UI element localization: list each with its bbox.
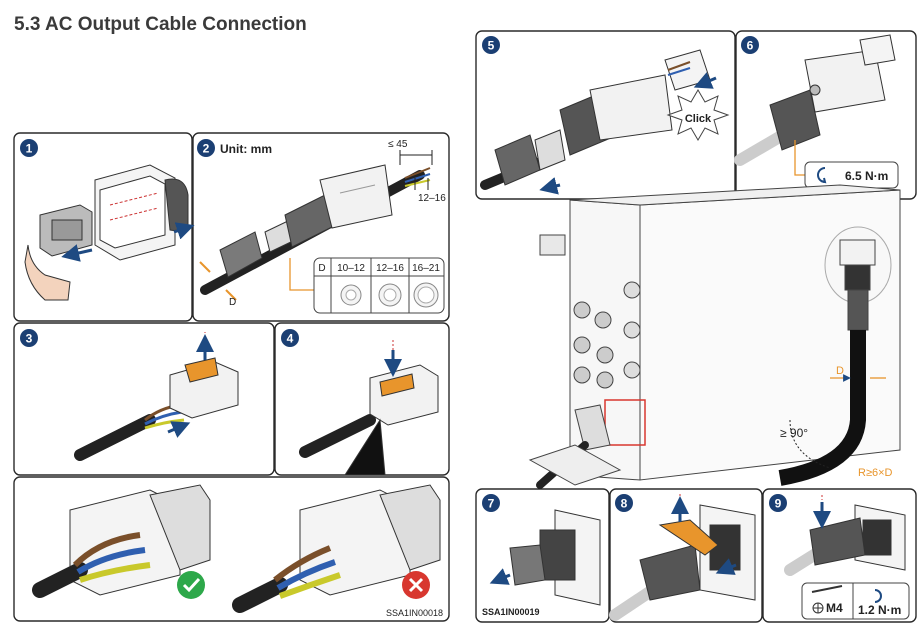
- wiring-incorrect: [232, 484, 441, 613]
- step4-illustration: [299, 340, 439, 476]
- step1-illustration: [24, 164, 195, 301]
- figure-code-right: SSA1IN00019: [482, 607, 540, 617]
- svg-text:8: 8: [621, 497, 628, 511]
- right-panel: [475, 30, 917, 623]
- step2-illustration: [199, 150, 433, 301]
- step-badge-2: 2: [197, 139, 215, 157]
- step-badge-7: 7: [482, 494, 500, 512]
- step-badge-5: 5: [482, 36, 500, 54]
- step3-illustration: [74, 332, 239, 461]
- step6-torque: 6.5 N·m: [845, 169, 888, 183]
- step-badge-3: 3: [20, 329, 38, 347]
- svg-text:2: 2: [203, 142, 210, 156]
- torque-icon: [874, 589, 882, 603]
- svg-text:5: 5: [488, 39, 495, 53]
- step9-illustration: [784, 495, 906, 576]
- step7-illustration: [489, 509, 601, 606]
- table-range-2: 12–16: [376, 263, 404, 274]
- step9-spec-box: M4 1.2 N·m: [801, 582, 910, 620]
- wiring-correct: [32, 484, 211, 599]
- click-label: Click: [685, 113, 712, 125]
- step-badge-1: 1: [20, 139, 38, 157]
- step-badge-8: 8: [615, 494, 633, 512]
- step6-torque-box: 6.5 N·m: [804, 161, 899, 189]
- screwdriver-icon: [811, 585, 843, 593]
- inverter-cable: [778, 226, 892, 486]
- svg-text:6: 6: [747, 39, 754, 53]
- step2-callout-line: [289, 258, 314, 291]
- step-badge-6: 6: [741, 36, 759, 54]
- table-range-1: 10–12: [337, 263, 365, 274]
- table-range-3: 16–21: [412, 263, 440, 274]
- step9-screw: M4: [826, 601, 843, 615]
- step2-dim-d: D: [229, 297, 236, 308]
- svg-text:1: 1: [26, 142, 33, 156]
- step2-unit: Unit: mm: [220, 142, 272, 156]
- step-badge-4: 4: [281, 329, 299, 347]
- bend-angle: ≥ 90°: [780, 426, 808, 440]
- step5-illustration: [480, 49, 730, 195]
- step8-illustration: [609, 492, 756, 621]
- inverter-illustration: [528, 184, 901, 489]
- svg-text:3: 3: [26, 332, 33, 346]
- step2-core-strip: 12–16: [418, 193, 446, 204]
- svg-text:7: 7: [488, 497, 495, 511]
- step6-callout-line: [794, 140, 805, 176]
- svg-text:4: 4: [287, 332, 294, 346]
- section-title: 5.3 AC Output Cable Connection: [14, 14, 307, 35]
- step-badge-9: 9: [769, 494, 787, 512]
- bend-radius: R≥6×D: [858, 467, 893, 479]
- step2-diameter-table: D 10–12 12–16 16–21: [313, 257, 445, 314]
- svg-text:9: 9: [775, 497, 782, 511]
- figure-code-left: SSA1IN00018: [386, 608, 443, 618]
- step9-torque: 1.2 N·m: [858, 603, 901, 617]
- step6-illustration: [734, 34, 896, 166]
- cable-diameter: D: [836, 365, 844, 377]
- step2-strip-length: ≤ 45: [388, 139, 408, 150]
- table-header-d: D: [318, 263, 325, 274]
